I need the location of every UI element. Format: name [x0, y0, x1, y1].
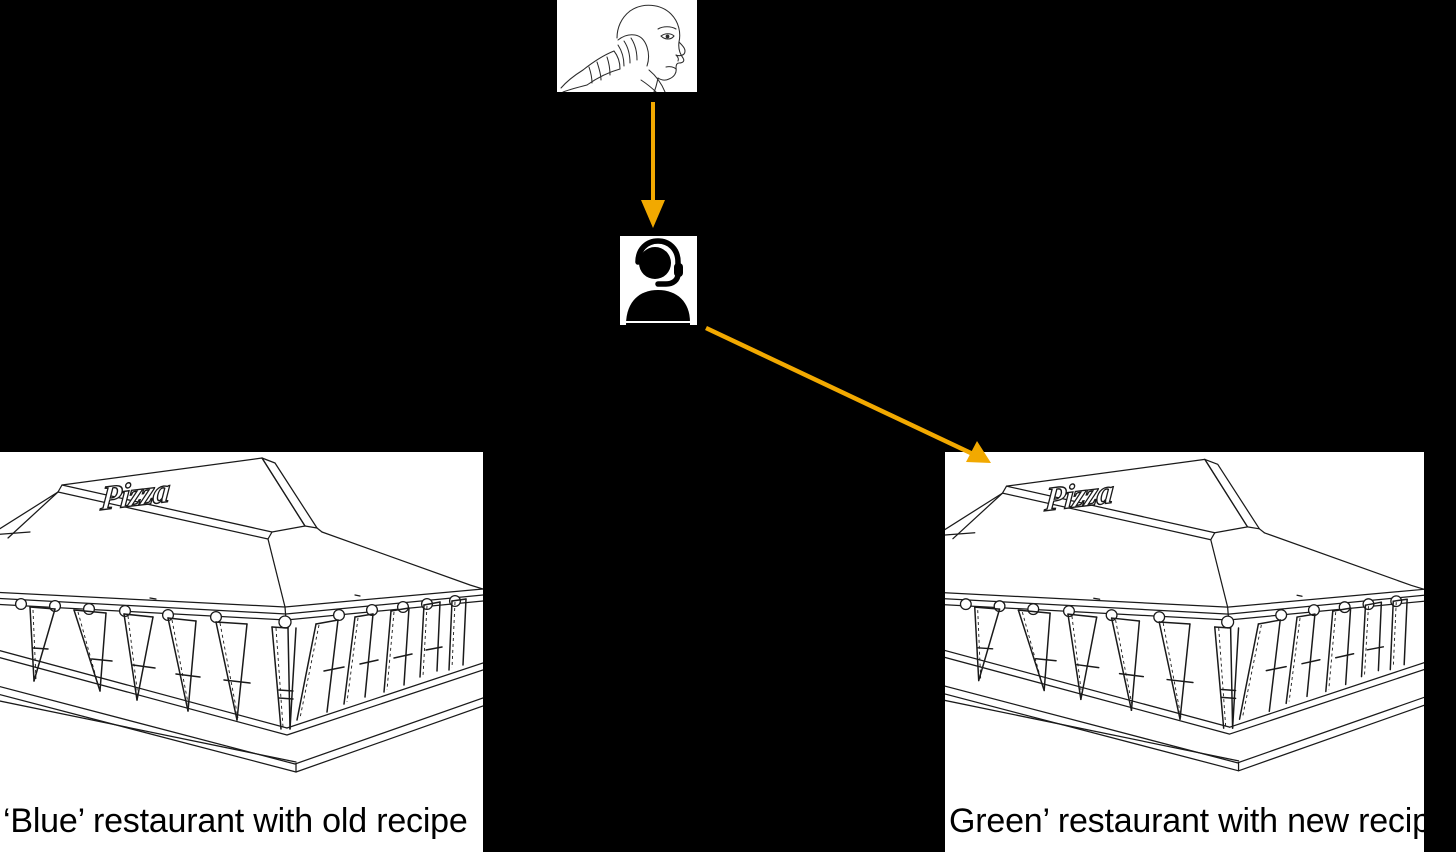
- pizza-restaurant-sketch-icon: Pizza: [0, 452, 483, 800]
- customer-sketch-image: [557, 0, 697, 92]
- green-restaurant-panel: Pizza Green’ restaurant with new recip: [945, 452, 1424, 852]
- blue-restaurant-panel: Pizza ‘Blue’ restaurant with old recipe: [0, 452, 483, 852]
- agent-to-green-restaurant-arrow: [705, 325, 991, 463]
- customer-to-agent-arrow: [641, 102, 665, 228]
- pizza-restaurant-sketch-icon: Pizza: [945, 453, 1424, 799]
- headset-agent-icon: [620, 236, 697, 325]
- green-restaurant-sketch: Pizza: [945, 452, 1424, 800]
- pizza-sign-text: Pizza: [98, 471, 173, 519]
- call-center-agent-image: [620, 236, 697, 325]
- svg-text:Pizza: Pizza: [98, 471, 171, 518]
- green-restaurant-caption: Green’ restaurant with new recip: [949, 802, 1424, 840]
- person-thinking-phone-sketch-icon: [557, 0, 697, 92]
- blue-restaurant-caption: ‘Blue’ restaurant with old recipe: [3, 802, 468, 840]
- blue-restaurant-sketch: Pizza: [0, 452, 483, 800]
